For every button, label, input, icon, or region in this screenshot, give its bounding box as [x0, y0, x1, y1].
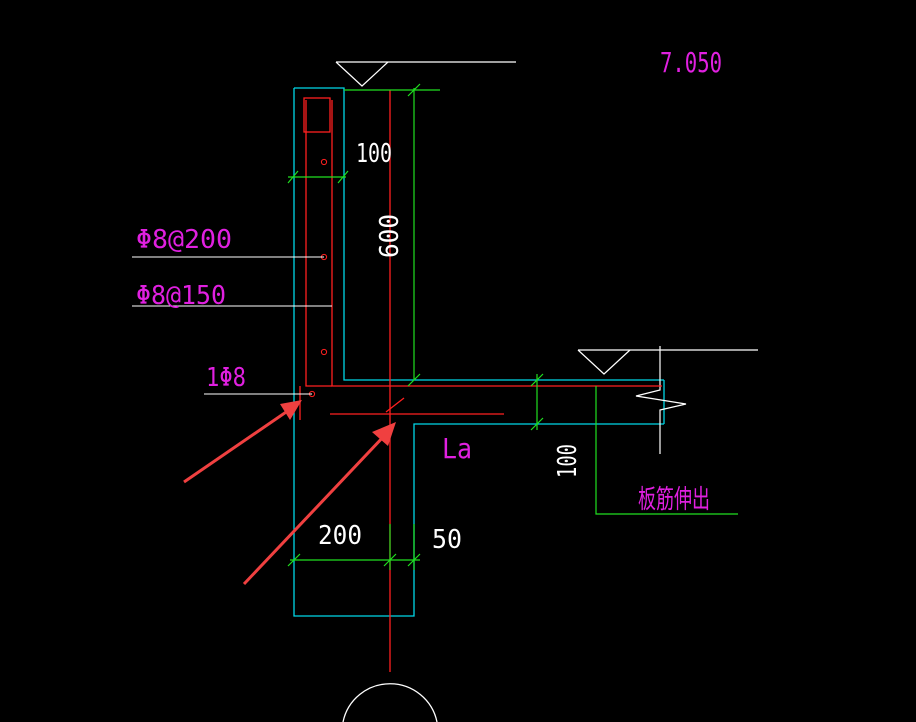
dim-200-text: 200: [318, 521, 362, 551]
slab-extend-text: 板筋伸出: [638, 485, 710, 515]
dim-600-text: 600: [375, 214, 405, 258]
rebar-dots: [308, 158, 328, 398]
la-text: La: [442, 432, 472, 465]
rebar-200-text: Φ8@200: [136, 225, 232, 255]
elevation-marker-slab: [577, 349, 758, 375]
dim-100-top-text: 100: [356, 139, 392, 169]
elevation-text: 7.050: [660, 46, 722, 79]
dim-100-right-text: 100: [553, 444, 583, 478]
leader-lines: [132, 256, 332, 395]
elevation-marker-top: [335, 61, 516, 87]
rebar-lines: [299, 90, 662, 672]
break-line: [635, 346, 687, 454]
column-circle: [342, 683, 438, 722]
dimension-lines: [287, 83, 738, 570]
rebar-1phi8-text: 1Φ8: [206, 363, 246, 393]
arrow-2: [242, 422, 396, 586]
arrow-1: [183, 400, 302, 484]
concrete-outline: [293, 87, 665, 617]
dim-50-text: 50: [432, 525, 462, 555]
rebar-150-text: Φ8@150: [136, 281, 226, 311]
